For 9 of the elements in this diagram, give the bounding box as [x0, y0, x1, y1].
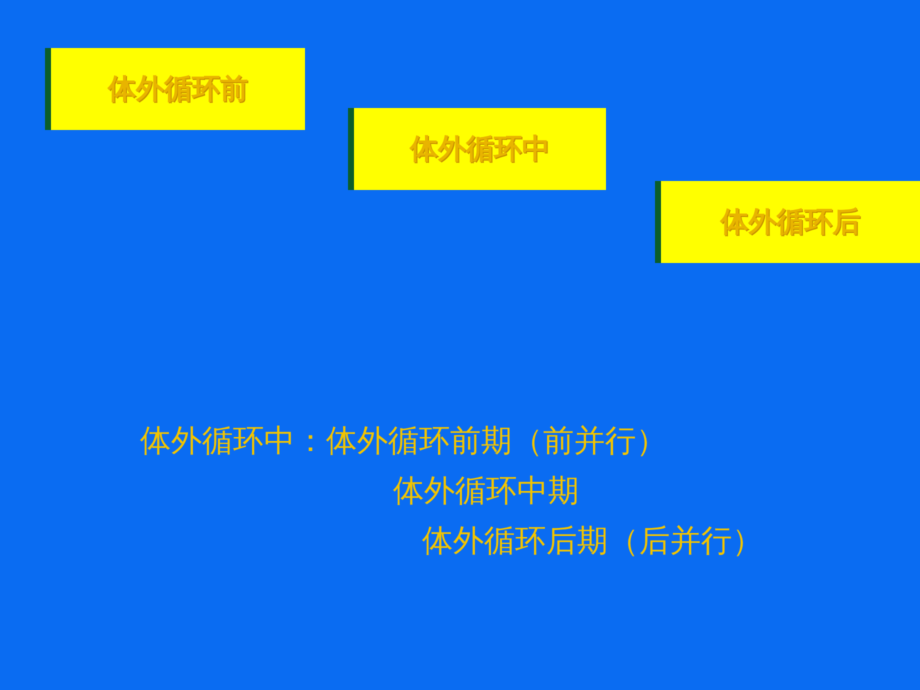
note-text: 体外循环中期 — [393, 472, 579, 511]
stage-title: 体外循环中 — [410, 131, 550, 167]
stage-box — [655, 181, 920, 263]
stage-box — [45, 48, 305, 130]
note-text: 体外循环中：体外循环前期（前并行） — [140, 422, 667, 461]
note-text: 体外循环后期（后并行） — [422, 522, 763, 561]
stage-title: 体外循环后 — [720, 204, 860, 240]
stage-title: 体外循环前 — [108, 71, 248, 107]
stage-box — [348, 108, 606, 190]
